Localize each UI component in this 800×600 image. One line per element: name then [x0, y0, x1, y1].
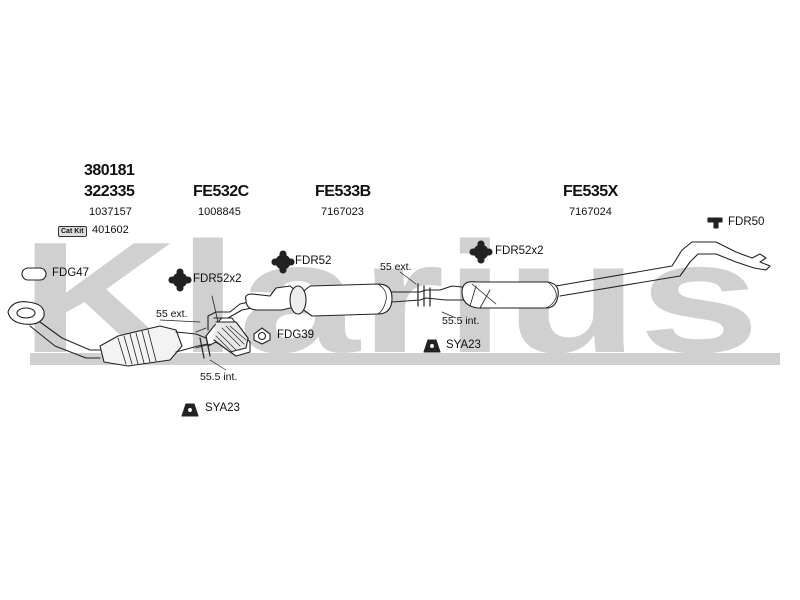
middle-section-oe: 7167023	[321, 206, 364, 218]
rear-section-code: FE535X	[563, 183, 618, 200]
fitting-fdr50: FDR50	[728, 216, 765, 228]
fitting-sya23-mid: SYA23	[446, 339, 481, 351]
rear-silencer	[425, 281, 559, 309]
middle-silencer	[245, 283, 427, 317]
fitting-fdr52: FDR52	[295, 255, 332, 267]
rubber-mount-icon	[168, 268, 192, 292]
downpipe-flange	[7, 301, 101, 359]
cat-alt-part-number: 322335	[84, 183, 135, 200]
cat-kit-badge: Cat Kit	[58, 226, 87, 237]
gasket-icon	[21, 267, 47, 281]
front-section-pipe	[195, 295, 277, 359]
clamp-icon	[707, 217, 723, 229]
fitting-fdr52x2-left: FDR52x2	[193, 273, 242, 285]
front-section-code: FE532C	[193, 183, 249, 200]
rear-section-oe: 7167024	[569, 206, 612, 218]
hanger-icon	[423, 339, 441, 353]
catalytic-converter	[99, 325, 209, 367]
leader-ext-right	[399, 271, 417, 285]
leader-ext-left	[159, 319, 201, 323]
cat-kit-number: 401602	[92, 224, 129, 236]
hanger-icon	[181, 403, 199, 417]
tail-pipe	[555, 241, 771, 297]
watermark-underline	[30, 353, 780, 365]
leader-int-left	[209, 359, 227, 371]
rubber-mount-icon	[469, 240, 493, 264]
measurement-ext-left: 55 ext.	[156, 308, 188, 320]
fitting-sya23-low: SYA23	[205, 402, 240, 414]
fitting-fdg47: FDG47	[52, 267, 90, 279]
measurement-int-left: 55.5 int.	[200, 371, 238, 383]
leader-int-right	[441, 311, 457, 319]
measurement-int-right: 55.5 int.	[442, 315, 480, 327]
cat-oe-number: 1037157	[89, 206, 132, 218]
joint-clamp-center	[417, 283, 431, 307]
gasket-icon	[253, 327, 271, 345]
middle-section-code: FE533B	[315, 183, 371, 200]
rubber-mount-icon	[271, 250, 295, 274]
measurement-ext-right: 55 ext.	[380, 261, 412, 273]
fitting-fdr52x2-right: FDR52x2	[495, 245, 544, 257]
cat-part-number: 380181	[84, 162, 135, 179]
fitting-fdg39: FDG39	[277, 329, 315, 341]
front-section-oe: 1008845	[198, 206, 241, 218]
